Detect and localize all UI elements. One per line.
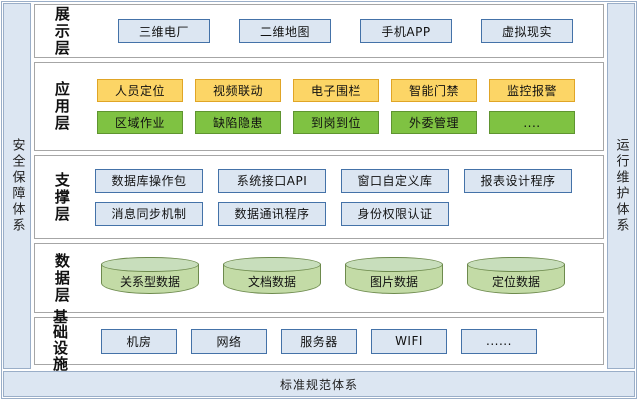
layer-infrastructure-label: 基础设施 (52, 307, 69, 373)
node-relational-data[interactable]: 关系型数据 (101, 257, 199, 299)
node-smart-access-control[interactable]: 智能门禁 (391, 79, 477, 102)
node-monitoring-alarm[interactable]: 监控报警 (489, 79, 575, 102)
node-image-data-label: 图片数据 (369, 274, 418, 289)
layer-data-body: 关系型数据 文档数据 图片数据 定位数据 (87, 244, 603, 312)
layer-application-label-cell: 应用层 (35, 63, 87, 150)
layer-support-label: 支撑层 (52, 171, 71, 223)
layer-application-label: 应用层 (52, 81, 71, 132)
node-identity-authorization[interactable]: 身份权限认证 (341, 201, 449, 226)
node-message-sync-mechanism[interactable]: 消息同步机制 (95, 201, 203, 226)
node-mobile-app[interactable]: 手机APP (360, 19, 452, 43)
node-personnel-positioning[interactable]: 人员定位 (97, 79, 183, 102)
node-report-design-program[interactable]: 报表设计程序 (464, 168, 572, 193)
layer-presentation-label: 展示层 (52, 5, 71, 57)
node-application-more[interactable]: .... (489, 111, 575, 134)
node-video-linkage[interactable]: 视频联动 (195, 79, 281, 102)
bottom-bar-standards-system: 标准规范体系 (3, 371, 635, 397)
application-row-amber: 人员定位 视频联动 电子围栏 智能门禁 监控报警 (97, 79, 597, 102)
node-on-post-in-place[interactable]: 到岗到位 (293, 111, 379, 134)
infrastructure-row: 机房 网络 服务器 WIFI ...... (101, 328, 597, 354)
node-virtual-reality[interactable]: 虚拟现实 (481, 19, 573, 43)
node-wifi[interactable]: WIFI (371, 328, 447, 354)
node-network[interactable]: 网络 (191, 328, 267, 354)
node-area-operation[interactable]: 区域作业 (97, 111, 183, 134)
node-image-data[interactable]: 图片数据 (345, 257, 443, 299)
node-location-data-label: 定位数据 (491, 274, 540, 289)
layer-support-label-cell: 支撑层 (35, 156, 87, 238)
layer-infrastructure-body: 机房 网络 服务器 WIFI ...... (87, 318, 603, 364)
layer-data-label-cell: 数据层 (35, 244, 87, 312)
node-document-data-label: 文档数据 (247, 274, 296, 289)
node-location-data[interactable]: 定位数据 (467, 257, 565, 299)
layer-support: 支撑层 数据库操作包 系统接口API 窗口自定义库 报表设计程序 消息同步机制 … (34, 155, 604, 239)
cylinder-top (467, 257, 565, 272)
data-row-cylinders: 关系型数据 文档数据 图片数据 定位数据 (101, 257, 597, 299)
cylinder-top (345, 257, 443, 272)
layer-presentation: 展示层 三维电厂 二维地图 手机APP 虚拟现实 (34, 4, 604, 58)
layer-data: 数据层 关系型数据 文档数据 图片数据 (34, 243, 604, 313)
right-rail-maintenance-system: 运行维护体系 (607, 3, 635, 369)
node-defect-hazard[interactable]: 缺陷隐患 (195, 111, 281, 134)
left-rail-label: 安全保障体系 (9, 138, 25, 234)
node-relational-data-label: 关系型数据 (119, 274, 180, 289)
cylinder-top (223, 257, 321, 272)
layer-data-label: 数据层 (52, 252, 71, 304)
node-2d-map[interactable]: 二维地图 (239, 19, 331, 43)
layer-infrastructure-label-cell: 基础设施 (35, 309, 87, 372)
application-row-green: 区域作业 缺陷隐患 到岗到位 外委管理 .... (97, 111, 597, 134)
node-outsourcing-management[interactable]: 外委管理 (391, 111, 477, 134)
layer-support-body: 数据库操作包 系统接口API 窗口自定义库 报表设计程序 消息同步机制 数据通讯… (87, 156, 603, 238)
layer-presentation-label-cell: 展示层 (35, 5, 87, 57)
node-3d-power-plant[interactable]: 三维电厂 (118, 19, 210, 43)
left-rail-security-system: 安全保障体系 (3, 3, 31, 369)
support-row-1: 数据库操作包 系统接口API 窗口自定义库 报表设计程序 (95, 168, 597, 193)
node-system-interface-api[interactable]: 系统接口API (218, 168, 326, 193)
presentation-row: 三维电厂 二维地图 手机APP 虚拟现实 (93, 19, 597, 43)
node-infrastructure-more[interactable]: ...... (461, 328, 537, 354)
layer-application: 应用层 人员定位 视频联动 电子围栏 智能门禁 监控报警 区域作业 缺陷隐患 到… (34, 62, 604, 151)
node-server[interactable]: 服务器 (281, 328, 357, 354)
layer-presentation-body: 三维电厂 二维地图 手机APP 虚拟现实 (87, 5, 603, 57)
node-document-data[interactable]: 文档数据 (223, 257, 321, 299)
node-computer-room[interactable]: 机房 (101, 328, 177, 354)
support-row-2: 消息同步机制 数据通讯程序 身份权限认证 (95, 201, 597, 226)
node-window-custom-library[interactable]: 窗口自定义库 (341, 168, 449, 193)
layer-application-body: 人员定位 视频联动 电子围栏 智能门禁 监控报警 区域作业 缺陷隐患 到岗到位 … (87, 63, 603, 150)
layer-infrastructure: 基础设施 机房 网络 服务器 WIFI ...... (34, 309, 604, 372)
cylinder-top (101, 257, 199, 272)
node-database-operation-package[interactable]: 数据库操作包 (95, 168, 203, 193)
right-rail-label: 运行维护体系 (613, 138, 629, 234)
node-electronic-fence[interactable]: 电子围栏 (293, 79, 379, 102)
node-data-communication-program[interactable]: 数据通讯程序 (218, 201, 326, 226)
bottom-bar-label: 标准规范体系 (279, 377, 358, 392)
